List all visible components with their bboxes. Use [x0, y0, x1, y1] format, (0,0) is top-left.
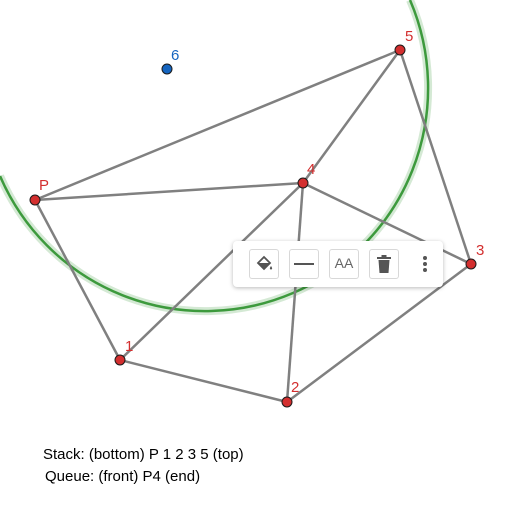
- delete-button[interactable]: [369, 249, 399, 279]
- point-2[interactable]: [281, 396, 293, 408]
- queue-status-text: Queue: (front) P4 (end): [45, 468, 201, 485]
- point-label-P: P: [39, 177, 49, 194]
- segment-P5[interactable]: [34, 48, 401, 202]
- point-label-3: 3: [476, 242, 484, 259]
- segment-45[interactable]: [301, 49, 402, 184]
- line-style-button[interactable]: [289, 249, 319, 279]
- text-style-button[interactable]: AA: [329, 249, 359, 279]
- segment-24[interactable]: [285, 182, 305, 403]
- point-1[interactable]: [114, 354, 126, 366]
- segment-P1[interactable]: [33, 199, 122, 361]
- point-3[interactable]: [465, 258, 477, 270]
- stack-status-text: Stack: (bottom) P 1 2 3 5 (top): [43, 446, 244, 463]
- points-layer: P 1 2 3 4 5 6: [29, 28, 484, 408]
- point-P[interactable]: [29, 194, 41, 206]
- point-label-1: 1: [125, 338, 133, 355]
- fill-color-button[interactable]: [249, 249, 279, 279]
- text-style-label: AA: [334, 255, 354, 271]
- segment-35[interactable]: [398, 49, 473, 265]
- point-label-4: 4: [307, 161, 315, 178]
- segment-14[interactable]: [119, 182, 304, 361]
- point-label-2: 2: [291, 379, 299, 396]
- delete-icon: [377, 255, 391, 273]
- segment-23[interactable]: [286, 263, 472, 403]
- point-5[interactable]: [394, 44, 406, 56]
- circle-arc[interactable]: [0, 0, 430, 313]
- segment-34[interactable]: [302, 181, 472, 266]
- text-style-icon: AA: [335, 255, 354, 273]
- point-label-6: 6: [171, 47, 179, 64]
- segment-P4[interactable]: [34, 181, 304, 202]
- fill-color-icon: [256, 255, 273, 271]
- style-bar: AA: [233, 241, 443, 287]
- segments-layer: [33, 48, 473, 404]
- segment-12[interactable]: [119, 358, 288, 404]
- line-style-icon: [294, 263, 314, 265]
- more-options-button[interactable]: [415, 249, 435, 279]
- point-6[interactable]: [161, 63, 173, 75]
- point-4[interactable]: [297, 177, 309, 189]
- point-label-5: 5: [405, 28, 413, 45]
- more-options-icon: [423, 256, 427, 272]
